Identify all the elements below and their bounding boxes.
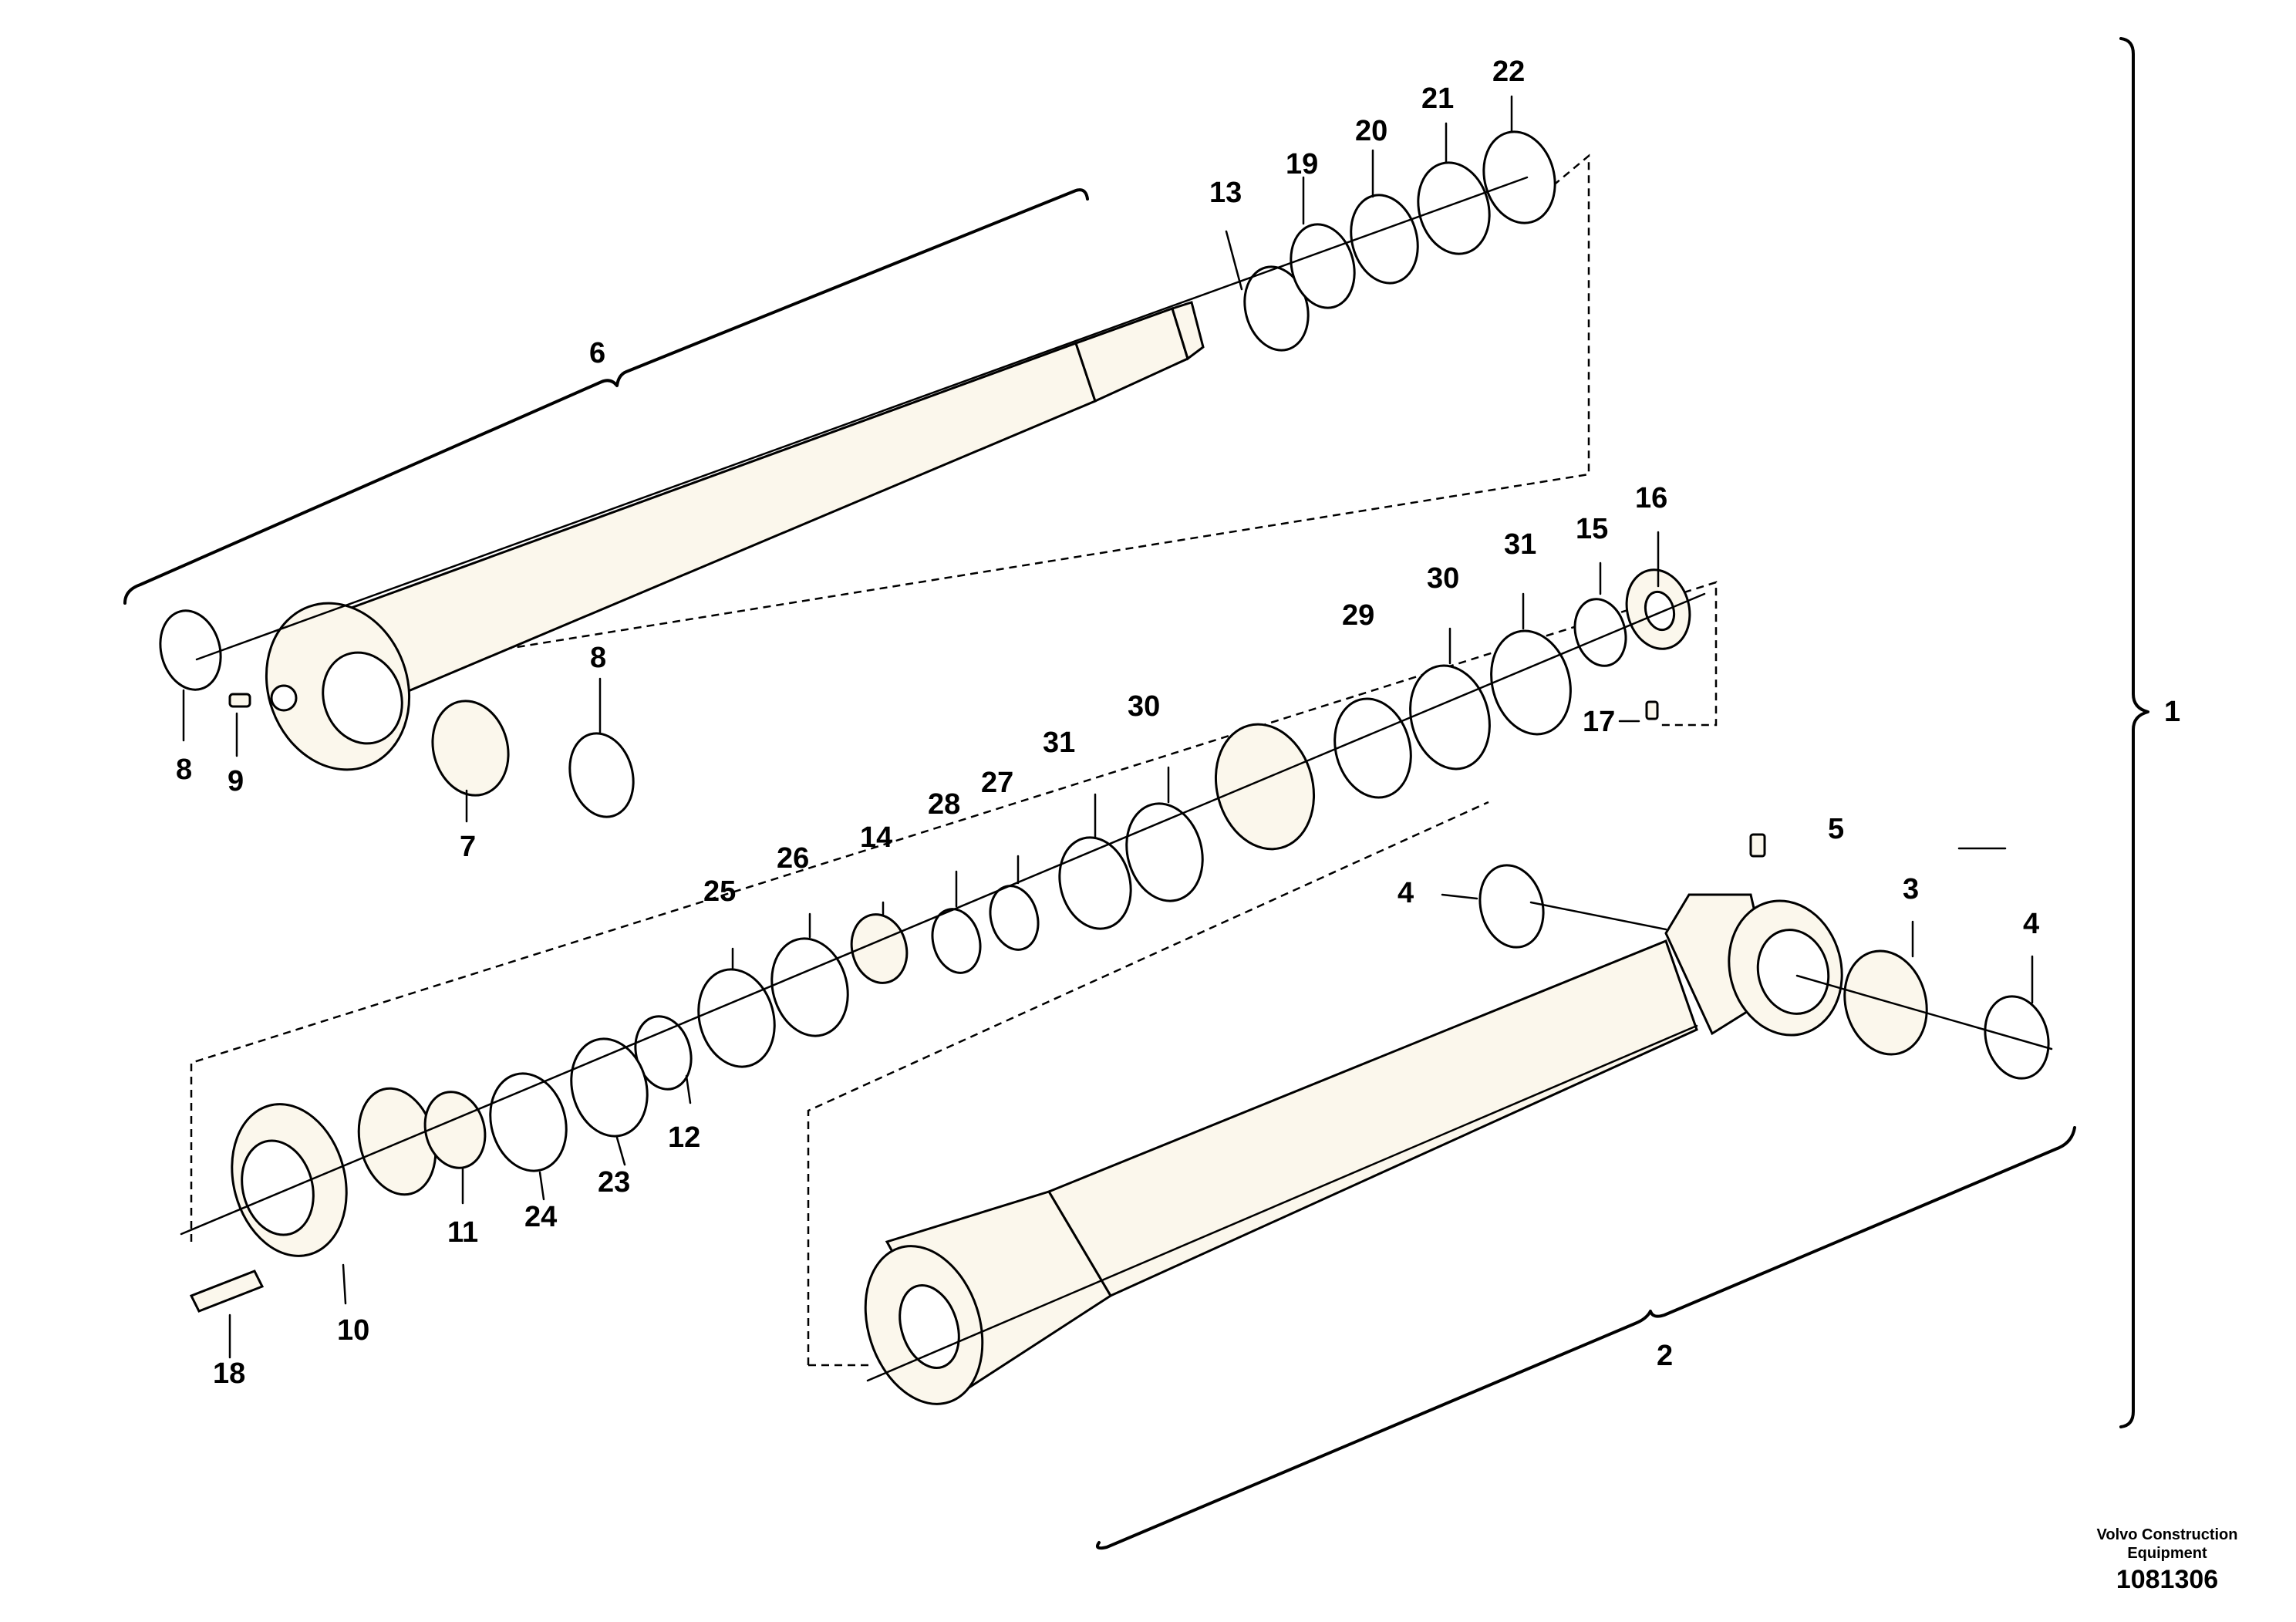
brand-line-1: Volvo Construction [2096, 1526, 2238, 1543]
callout-3: 3 [1903, 873, 1919, 905]
cylinder-head [189, 1087, 437, 1313]
callout-1: 1 [2164, 696, 2180, 728]
callout-4a: 4 [1397, 877, 1414, 909]
callout-11: 11 [447, 1216, 478, 1249]
callout-31a: 31 [1504, 528, 1536, 561]
callout-30b: 30 [1128, 690, 1160, 723]
callout-10: 10 [337, 1314, 369, 1347]
rings-and-seals [159, 130, 2050, 1172]
callout-30a: 30 [1427, 562, 1459, 595]
callout-8b: 8 [590, 642, 606, 674]
callout-25: 25 [703, 875, 736, 908]
callout-17: 17 [1583, 706, 1615, 738]
callout-21: 21 [1421, 83, 1454, 115]
brand-label: Volvo Construction Equipment [2075, 1526, 2260, 1563]
callout-14: 14 [860, 821, 892, 854]
bushings [423, 700, 1928, 1169]
bracket-assembly-1 [2119, 37, 2149, 1428]
callout-12: 12 [668, 1121, 700, 1154]
callout-28: 28 [928, 788, 960, 821]
callout-4b: 4 [2023, 908, 2039, 940]
callout-23: 23 [598, 1166, 630, 1199]
brackets [123, 37, 2149, 1550]
callout-27: 27 [981, 767, 1013, 799]
callout-29: 29 [1342, 599, 1374, 632]
callout-6: 6 [589, 337, 605, 369]
callout-31b: 31 [1043, 727, 1075, 759]
callout-5: 5 [1828, 813, 1844, 845]
callout-9: 9 [228, 765, 244, 798]
drawing-number: 1081306 [2116, 1565, 2219, 1594]
callout-labels: 1 2 3 4 4 5 6 7 8 8 9 10 11 12 13 14 15 … [176, 56, 2180, 1390]
callout-18: 18 [213, 1357, 245, 1390]
bracket-cylinder-tube-2 [1096, 1126, 2076, 1550]
leader-lines [180, 95, 2053, 1382]
callout-7: 7 [460, 831, 476, 863]
callout-26: 26 [777, 842, 809, 875]
callout-20: 20 [1355, 115, 1387, 147]
callout-13: 13 [1209, 177, 1242, 209]
callout-24: 24 [524, 1201, 557, 1233]
callout-15: 15 [1576, 513, 1608, 545]
callout-19: 19 [1286, 148, 1318, 180]
fittings [228, 693, 1766, 858]
piston-rod [265, 301, 1205, 771]
callout-8a: 8 [176, 754, 192, 786]
cylinder-tube [864, 893, 1843, 1405]
callout-22: 22 [1492, 56, 1525, 88]
bracket-piston-rod-6 [123, 188, 1089, 605]
callout-16: 16 [1635, 482, 1667, 514]
callout-2: 2 [1657, 1340, 1673, 1372]
brand-line-2: Equipment [2127, 1545, 2207, 1562]
dashed-assembly-lines [190, 153, 1718, 1367]
